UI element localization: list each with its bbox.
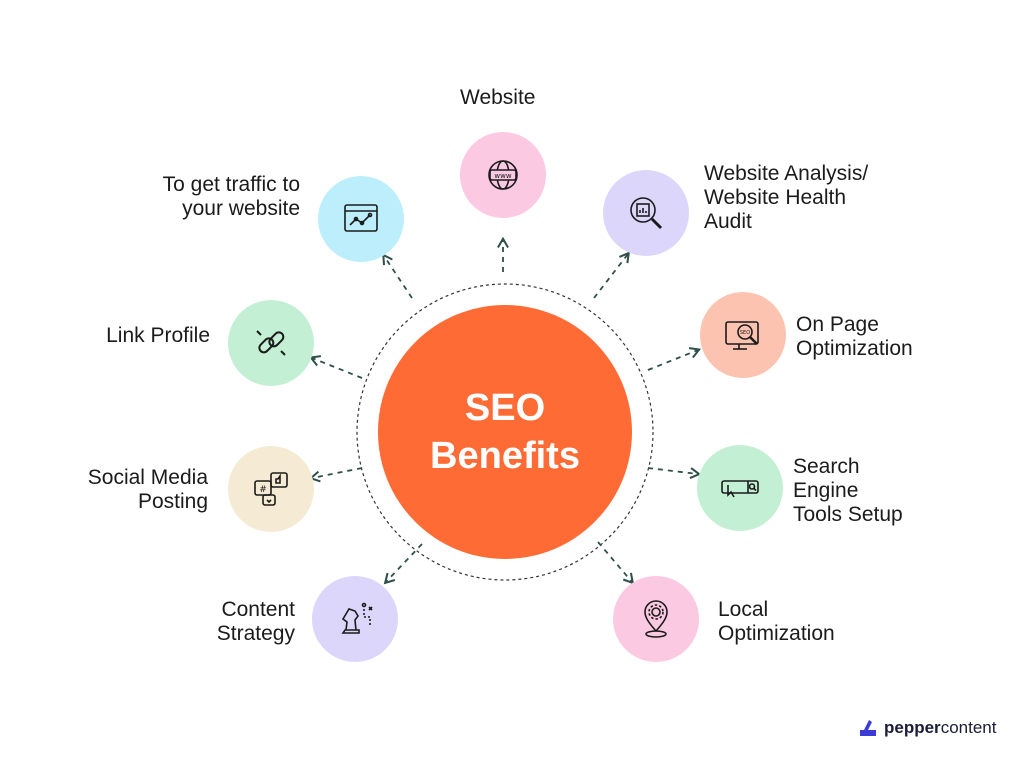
- location-gear-icon: [644, 600, 668, 638]
- node-content: [312, 576, 398, 662]
- orbit-ring: [356, 283, 654, 581]
- hub-title-line2: Benefits: [430, 435, 580, 477]
- label-search: Search Engine Tools Setup: [793, 455, 903, 526]
- node-analysis: [603, 170, 689, 256]
- search-bar-icon: [721, 480, 759, 498]
- label-analysis: Website Analysis/ Website Health Audit: [704, 162, 869, 233]
- label-onpage: On Page Optimization: [796, 313, 913, 360]
- svg-text:www: www: [494, 172, 511, 180]
- social-posts-icon: #: [254, 472, 288, 506]
- pepper-logo-icon: [860, 720, 876, 736]
- node-search: [697, 445, 783, 531]
- node-local: [613, 576, 699, 662]
- connector-content: [383, 543, 423, 585]
- connector-onpage: [647, 347, 702, 371]
- seo-monitor-icon: SEO: [725, 321, 759, 350]
- label-local: Local Optimization: [718, 598, 835, 645]
- node-traffic: [318, 176, 404, 262]
- label-content: Content Strategy: [216, 598, 295, 645]
- broken-link-icon: [256, 330, 286, 356]
- brand-name-rest: content: [940, 718, 997, 737]
- connector-traffic: [382, 253, 413, 299]
- connector-link: [308, 355, 363, 379]
- svg-text:#: #: [259, 485, 267, 495]
- connector-social: [308, 467, 363, 483]
- node-link: [228, 300, 314, 386]
- brand-name-bold: pepper: [884, 718, 941, 737]
- connector-search: [647, 467, 702, 480]
- analytics-chart-icon: [344, 204, 378, 232]
- node-social: #: [228, 446, 314, 532]
- chess-knight-icon: [341, 602, 373, 634]
- node-onpage: SEO: [700, 292, 786, 378]
- connector-analysis: [593, 251, 631, 299]
- label-link: Link Profile: [106, 324, 210, 347]
- pepper-content-logo: peppercontent: [858, 718, 996, 738]
- node-website: www: [460, 132, 546, 218]
- svg-text:SEO: SEO: [740, 330, 750, 336]
- magnifier-report-icon: [630, 197, 663, 230]
- label-traffic: To get traffic to your website: [162, 173, 300, 220]
- www-globe-icon: www: [488, 160, 518, 190]
- label-website: Website: [460, 86, 536, 109]
- seo-benefits-hub: SEO Benefits: [378, 305, 632, 559]
- connector-local: [597, 541, 635, 585]
- hub-title-line1: SEO: [464, 387, 546, 429]
- label-social: Social Media Posting: [87, 466, 208, 513]
